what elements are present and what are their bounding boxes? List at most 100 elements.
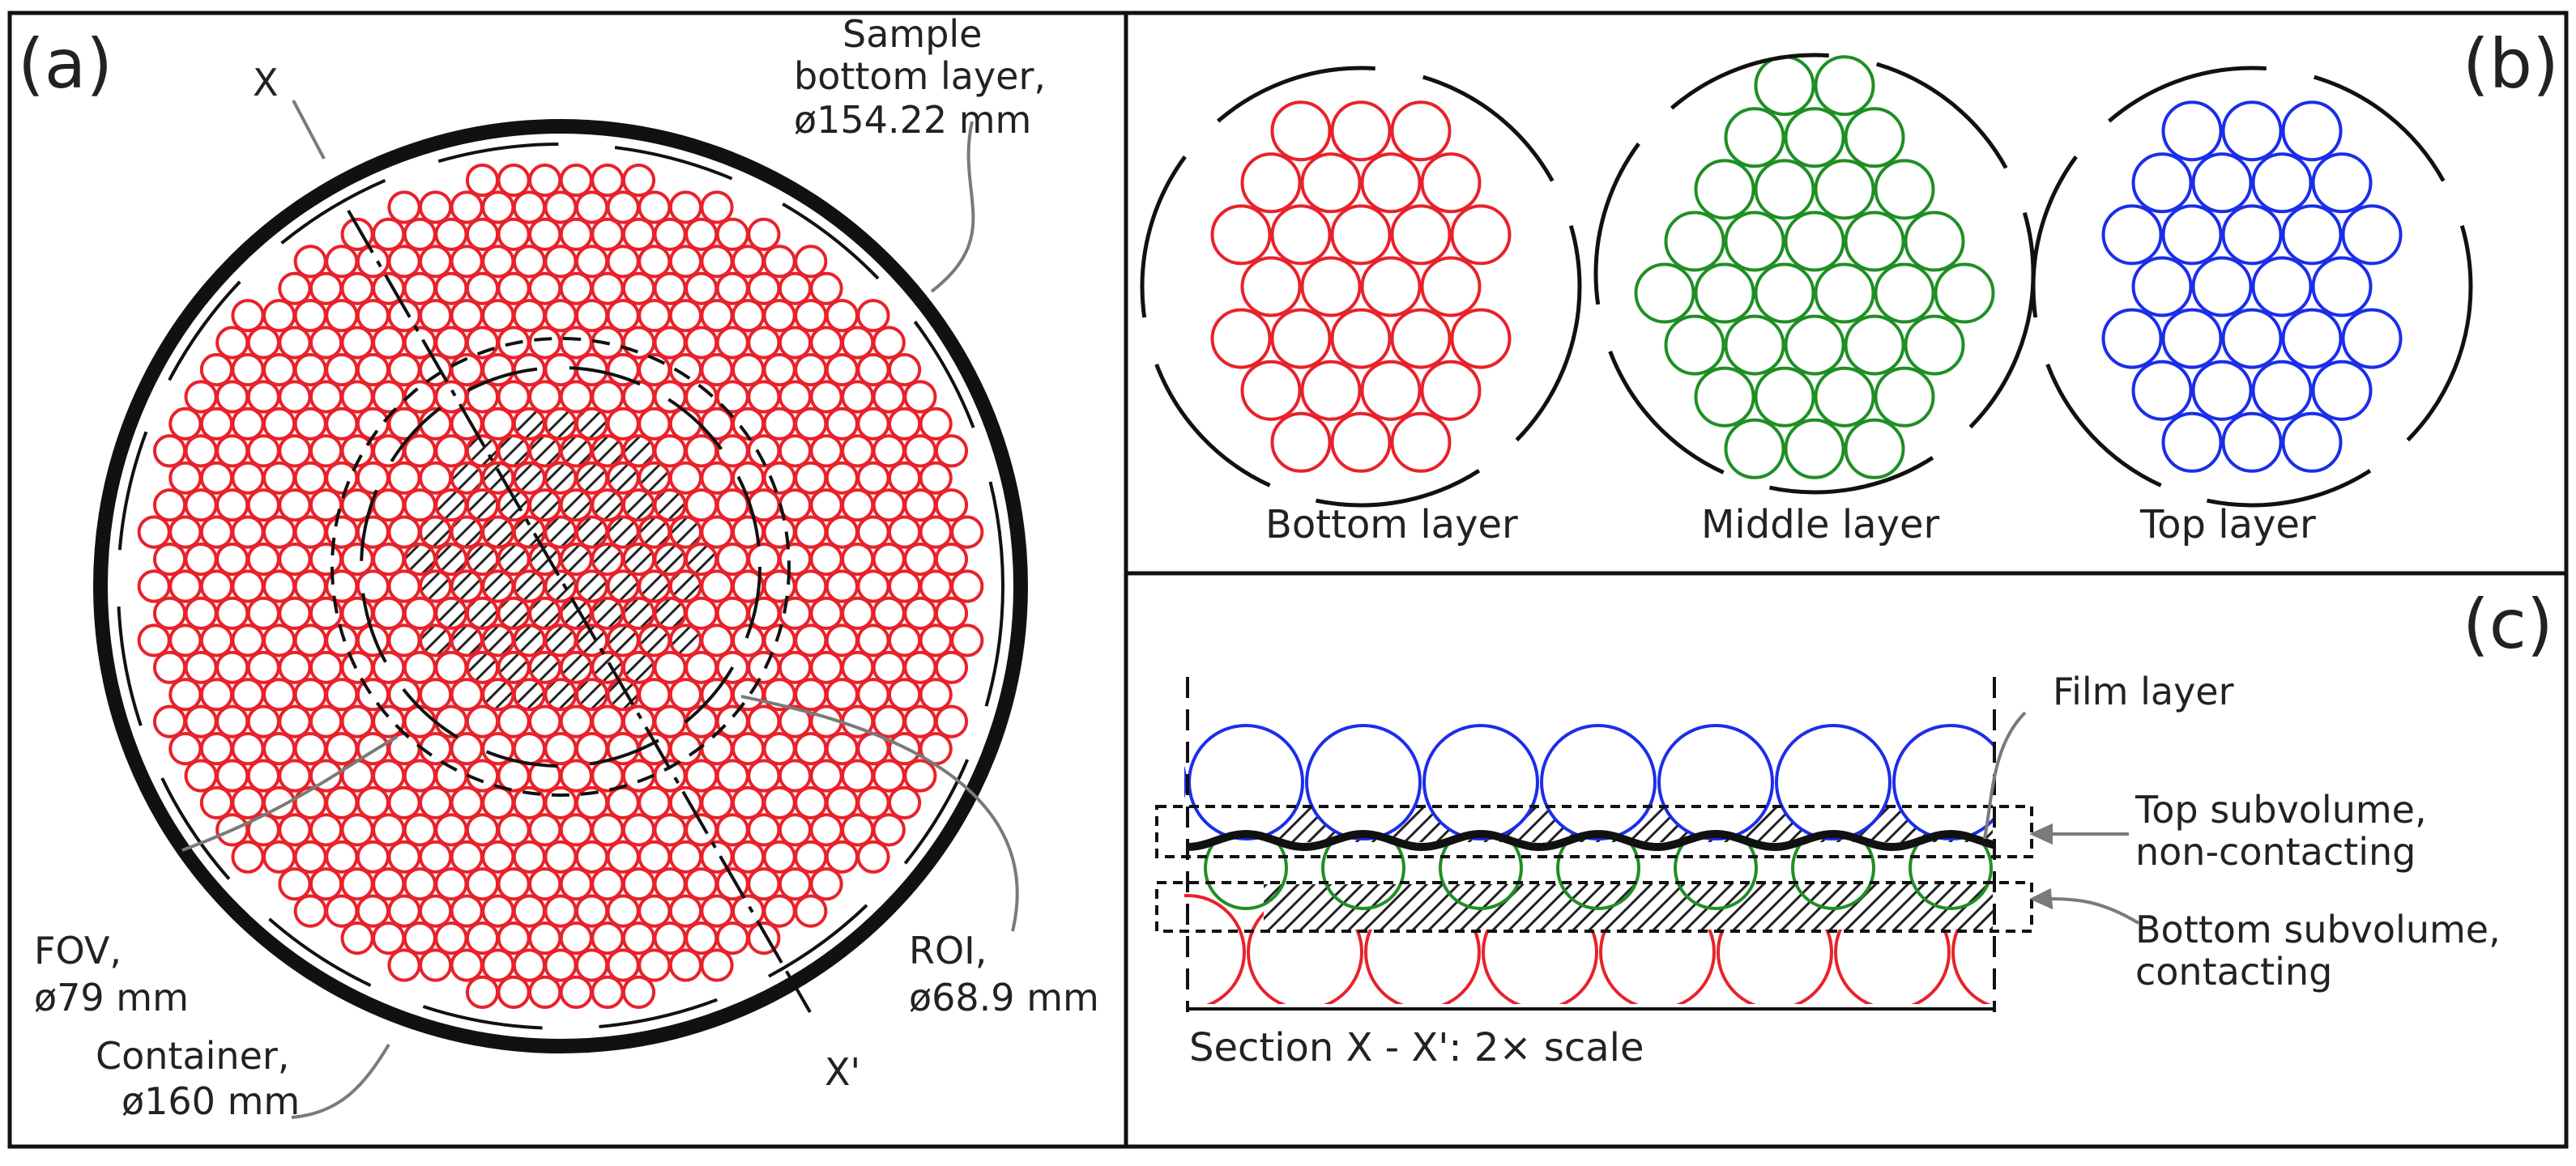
top-subvolume-label: Top subvolume, non-contacting [2135, 788, 2438, 874]
particle [903, 380, 937, 414]
particle [809, 380, 843, 414]
particle [559, 813, 593, 847]
particle [215, 488, 249, 522]
cluster-particle [2131, 152, 2193, 214]
particle [497, 704, 531, 738]
particle [903, 704, 937, 738]
particle [685, 488, 719, 522]
particle [778, 867, 812, 901]
cluster-particle [2101, 308, 2163, 369]
particle [340, 380, 374, 414]
roi-particle [528, 434, 562, 468]
particle [419, 299, 453, 333]
particle [715, 543, 749, 577]
particle [747, 271, 781, 305]
cluster-particle [1420, 256, 1482, 317]
cluster-particle [2221, 100, 2283, 162]
particle [262, 515, 296, 549]
particle [372, 813, 406, 847]
particle [340, 326, 374, 360]
particle [950, 623, 984, 657]
cluster-particle [1904, 211, 1965, 272]
particle [685, 704, 719, 738]
particle [700, 732, 734, 766]
particle [168, 678, 203, 712]
particle [450, 678, 484, 712]
cluster-particle [1844, 314, 1905, 376]
roi-particle [450, 569, 484, 603]
cluster-particle [1844, 107, 1905, 168]
particle [246, 759, 280, 793]
particle [841, 543, 875, 577]
particle [685, 326, 719, 360]
particle [293, 678, 327, 712]
roi-particle [575, 678, 609, 712]
section-top-particle [1184, 765, 1187, 799]
cluster-particle [1300, 152, 1362, 214]
particle [465, 380, 500, 414]
particle [668, 948, 703, 982]
particle [794, 678, 828, 712]
particle [137, 623, 171, 657]
cluster-particle [2341, 204, 2403, 266]
cluster-particle [1814, 366, 1875, 428]
particle [638, 840, 672, 874]
particle [246, 650, 280, 684]
particle [872, 813, 906, 847]
particle [309, 271, 343, 305]
particle [340, 704, 374, 738]
cluster-particle [1360, 256, 1422, 317]
particle [434, 921, 468, 955]
roi-particle [465, 488, 500, 522]
particle [387, 461, 421, 495]
particle [668, 894, 703, 928]
particle [575, 245, 609, 279]
particle [199, 353, 233, 387]
particle [856, 785, 890, 820]
section-line [347, 210, 812, 1013]
cluster-particle [1390, 308, 1452, 369]
cluster-particle [1784, 418, 1845, 479]
particle [309, 380, 343, 414]
cluster-particle [2251, 256, 2313, 317]
particle [372, 217, 406, 251]
particle [419, 245, 453, 279]
particle [497, 217, 531, 251]
section-top-particle [1188, 724, 1304, 840]
particle [544, 299, 578, 333]
particle [715, 217, 749, 251]
roi-particle [591, 543, 625, 577]
particle [685, 596, 719, 631]
particle [685, 921, 719, 955]
particle [184, 434, 218, 468]
particle [497, 867, 531, 901]
particle [512, 894, 547, 928]
particle [544, 840, 578, 874]
particle [559, 867, 593, 901]
roi-particle [668, 515, 703, 549]
cluster-particle [1844, 211, 1905, 272]
particle [340, 759, 374, 793]
particle [450, 245, 484, 279]
particle [700, 353, 734, 387]
particle [559, 759, 593, 793]
particle [668, 245, 703, 279]
particle [591, 921, 625, 955]
particle [903, 543, 937, 577]
particle [559, 921, 593, 955]
cluster-particle [2281, 308, 2343, 369]
particle [199, 461, 233, 495]
roi-particle [606, 461, 640, 495]
particle [465, 217, 500, 251]
cluster-particle [1814, 262, 1875, 324]
roi-particle [591, 596, 625, 631]
roi-particle [544, 623, 578, 657]
particle [356, 353, 390, 387]
cluster-particle [1694, 159, 1755, 220]
roi-particle [512, 623, 547, 657]
particle [278, 380, 312, 414]
particle [434, 271, 468, 305]
particle [387, 894, 421, 928]
particle [950, 569, 984, 603]
cluster-particle [1724, 211, 1785, 272]
